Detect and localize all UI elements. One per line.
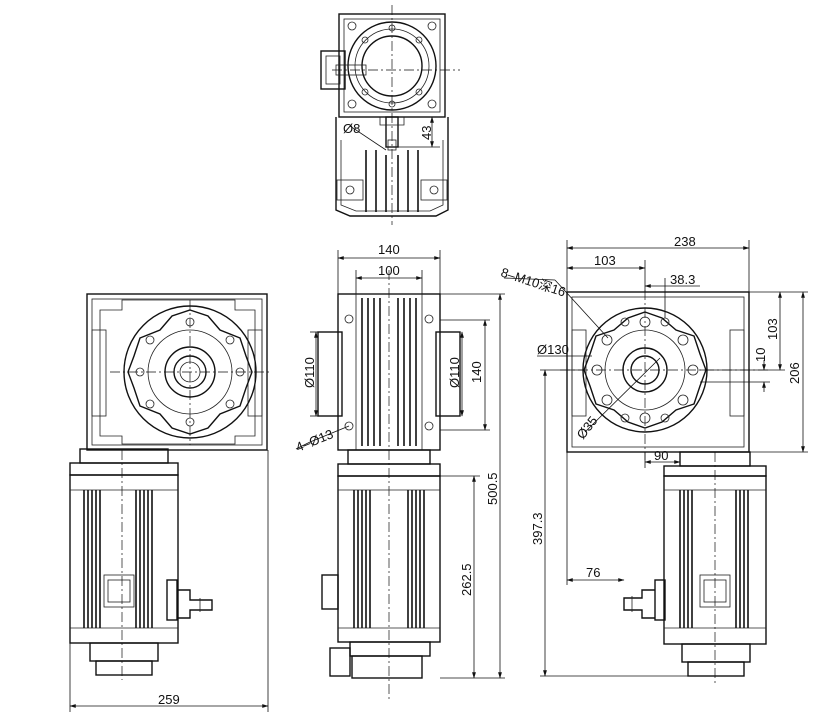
dim-overall-259: 259 <box>158 692 180 707</box>
dim-pilot-dia-110-right: Ø110 <box>447 357 462 388</box>
dim-thread-8-m10: 8–M10深16 <box>499 265 568 300</box>
dim-height-103-right: 103 <box>765 318 780 340</box>
left-view <box>69 293 270 712</box>
dim-bolt-4-m13: 4–Ø13 <box>294 426 336 455</box>
dim-height-206: 206 <box>787 362 802 384</box>
middle-view <box>295 250 505 700</box>
dim-dist-90: 90 <box>654 448 668 463</box>
dim-pilot-dia-110-left: Ø110 <box>302 357 317 388</box>
dim-bore-35: Ø35 <box>574 413 601 442</box>
dim-height-140: 140 <box>469 361 484 383</box>
dim-width-100: 100 <box>378 263 400 278</box>
right-view <box>503 240 808 685</box>
dim-key-43: 43 <box>419 126 434 140</box>
dim-width-140: 140 <box>378 242 400 257</box>
dim-pcd-130: Ø130 <box>537 342 569 357</box>
top-view <box>320 5 460 225</box>
dim-total-length-500-5: 500.5 <box>485 472 500 505</box>
dim-motor-length-262-5: 262.5 <box>459 563 474 596</box>
dim-length-397-3: 397.3 <box>530 512 545 545</box>
dim-width-238: 238 <box>674 234 696 249</box>
dim-dist-38-3: 38.3 <box>670 272 695 287</box>
dim-dist-103-top: 103 <box>594 253 616 268</box>
dim-shaft-dia-8: Ø8 <box>343 121 360 136</box>
dim-height-10: 10 <box>753 348 768 362</box>
dim-dist-76: 76 <box>586 565 600 580</box>
